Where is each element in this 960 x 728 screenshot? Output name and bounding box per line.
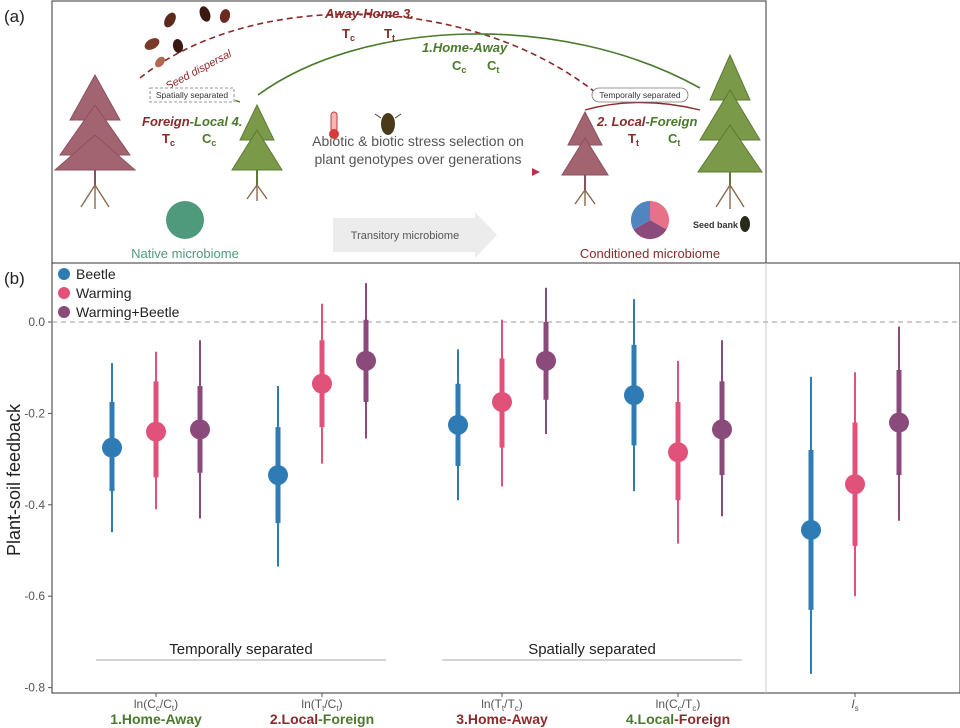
conditioned-microbiome-label: Conditioned microbiome (580, 246, 720, 261)
y-tick-label: 0.0 (28, 315, 45, 329)
away-home-left: Tc (342, 26, 355, 43)
foreign-local-label: Foreign-Local 4. (142, 114, 242, 129)
temporally-separated-label: Temporally separated (599, 90, 681, 100)
point (492, 391, 512, 412)
chart-marks (102, 283, 909, 674)
x-category-label: 1.Home-Away (110, 711, 202, 727)
seed-bank-icon (740, 216, 750, 232)
point (268, 465, 288, 486)
panel-b-label: (b) (4, 269, 25, 288)
panel-a-schematic: (a) (4, 0, 767, 264)
x-tick-label: ln(Cc/Ct) (134, 697, 178, 713)
legend-label: Warming+Beetle (76, 304, 180, 320)
point (356, 350, 376, 371)
plant-left-large-icon (53, 73, 137, 209)
legend-label: Warming (76, 285, 132, 301)
legend-marker (58, 287, 70, 299)
plot-frame (51, 262, 960, 694)
group-label: Spatially separated (528, 641, 656, 658)
x-tick-label: Is (851, 697, 858, 713)
transitory-microbiome-label: Transitory microbiome (351, 230, 459, 242)
stress-text-line2: plant genotypes over generations (314, 151, 521, 167)
home-away-right: Ct (487, 58, 499, 75)
y-tick-label: -0.4 (24, 498, 45, 512)
local-foreign-arc (584, 101, 701, 111)
plant-right-large-icon (697, 53, 763, 209)
x-category-label: 4.Local-Foreign (626, 711, 730, 727)
point (889, 412, 909, 433)
local-foreign-left: Tt (628, 131, 639, 148)
group-label: Temporally separated (169, 641, 312, 658)
home-away-arc (257, 33, 701, 96)
foreign-local-left: Tc (162, 131, 175, 148)
y-tick-label: -0.6 (24, 589, 45, 603)
beetle-icon (374, 113, 402, 135)
point (102, 437, 122, 458)
point (668, 442, 688, 463)
transitory-microbiome-arrow (333, 212, 497, 258)
x-category-label: 2.Local-Foreign (270, 711, 374, 727)
x-tick-label: ln(Tt/Ct) (301, 697, 342, 713)
y-ticks: 0.0 -0.2 -0.4 -0.6 -0.8 (24, 315, 52, 695)
point (312, 373, 332, 394)
x-category-label: 3.Home-Away (456, 711, 548, 727)
local-foreign-label: 2. Local-Foreign (596, 114, 697, 129)
point (190, 419, 210, 440)
native-microbiome-label: Native microbiome (131, 246, 239, 261)
x-tick-label: ln(Tt/Tc) (481, 697, 523, 713)
y-tick-label: -0.8 (24, 681, 45, 695)
legend-marker (58, 268, 70, 280)
y-tick-label: -0.2 (24, 406, 45, 420)
point (624, 385, 644, 406)
point (146, 421, 166, 442)
away-home-arc (139, 13, 601, 97)
y-axis-label: Plant-soil feedback (4, 403, 24, 556)
foreign-local-right: Cc (202, 131, 216, 148)
seed-bank-label: Seed bank (693, 220, 739, 230)
away-home-right: Tt (384, 26, 395, 43)
group-labels: Temporally separated Spatially separated (96, 641, 742, 661)
temporally-separated-box (591, 87, 689, 103)
spatially-separated-label: Spatially separated (156, 90, 229, 100)
seed-icons (144, 6, 231, 68)
local-foreign-right: Ct (668, 131, 680, 148)
home-away-left: Cc (452, 58, 466, 75)
plant-right-small-icon (561, 110, 609, 206)
thermometer-icon (329, 111, 339, 139)
legend-marker (58, 306, 70, 318)
point (448, 414, 468, 435)
stress-text-line1: Abiotic & biotic stress selection on (312, 133, 524, 149)
x-tick-label: ln(Cc/Tc) (656, 697, 701, 713)
point (712, 419, 732, 440)
away-home-label: Away-Home 3. (324, 6, 414, 21)
point (801, 519, 821, 540)
x-axis-labels: ln(Cc/Ct)1.Home-Away ln(Tt/Ct)2.Local-For… (110, 693, 859, 727)
conditioned-microbiome-pie (630, 200, 670, 240)
point (845, 474, 865, 495)
home-away-label: 1.Home-Away (422, 40, 508, 55)
native-microbiome-circle (166, 201, 204, 239)
plant-left-small-icon (231, 103, 283, 201)
spatially-separated-box (149, 87, 235, 103)
panel-b-chart: (b) Plant-soil feedback 0.0 -0.2 -0.4 -0.6 -… (4, 262, 960, 727)
legend-label: Beetle (76, 266, 116, 282)
point (536, 350, 556, 371)
panel-a-label: (a) (4, 7, 25, 26)
selection-arrow-head (532, 168, 540, 176)
